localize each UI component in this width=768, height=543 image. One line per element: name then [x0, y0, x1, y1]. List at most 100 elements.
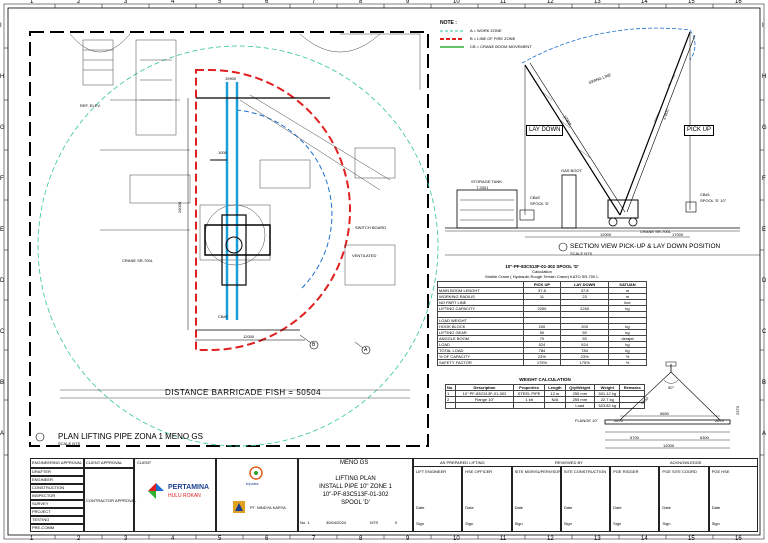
tb-drawing-title-1: LIFTING PLAN	[335, 476, 376, 482]
tb-contractor-name: PT. NINDYA KARYA	[250, 505, 286, 510]
tb-approval-label: CONSTRUCTION	[32, 485, 65, 490]
plan-label-switch-board: SWITCH BOARD	[355, 225, 387, 230]
tb-client-cell	[134, 458, 216, 532]
section-cb-right: CB#1	[700, 192, 711, 197]
plan-label-ref: REF. ELEV.	[80, 103, 101, 108]
grid-col-top-1: 1	[30, 0, 34, 5]
grid-row-right-I: I	[762, 23, 764, 29]
plan-label-cb: CB#1	[218, 314, 229, 319]
rigging-dim-6300: 6300	[700, 435, 709, 440]
grid-row-right-D: D	[762, 278, 767, 284]
tb-status-column	[511, 466, 561, 532]
section-pick-up-label: PICK UP	[684, 125, 715, 136]
notes-legend-swatches	[440, 30, 464, 48]
tb-status-date-label: Date	[465, 505, 474, 510]
tb-status-date-label: Date	[514, 505, 524, 510]
grid-col-bottom-5: 5	[218, 536, 222, 542]
tb-status-col-label: LIFT ENGINEER	[416, 469, 447, 474]
tb-status-date-label: Date	[416, 505, 425, 510]
calc-crane: Mobile Crane ( Hydraulic Rough Terrain C…	[485, 274, 599, 279]
tb-date: 30/04/2024	[326, 520, 347, 525]
grid-col-bottom-11: 11	[500, 536, 507, 542]
tb-sheet-no: No. 1	[300, 520, 310, 525]
tb-client-subname: HULU ROKAN	[168, 493, 201, 499]
tb-contractor-cell	[216, 458, 298, 532]
tb-status-col-label: HSE OFFICER	[465, 469, 493, 474]
plan-view-scale: SCALE NTS	[58, 441, 81, 446]
grid-row-right-A: A	[762, 431, 767, 437]
section-view-scale: SCALE NTS	[570, 251, 593, 256]
section-spool-right: SPOOL 'D' 10"	[700, 198, 727, 203]
grid-col-bottom-16: 16	[735, 536, 742, 542]
grid-col-top-3: 3	[124, 0, 128, 5]
tb-status-sign-label: Sign	[613, 521, 622, 526]
tb-status-col-label: PGE RIGGER	[613, 469, 639, 474]
tb-engineering-approval: ENGINEERING APPROVAL	[32, 460, 83, 465]
grid-col-top-9: 9	[406, 0, 410, 5]
weight-title: WEIGHT CALCULATION	[519, 377, 571, 382]
table-cell	[544, 402, 566, 409]
grid-col-top-7: 7	[312, 0, 316, 5]
rigging-dim-2670-right: 2670	[715, 418, 724, 423]
section-spool-left: SPOOL 'D'	[530, 201, 550, 206]
tb-status-col-label: PGE HSE	[711, 469, 730, 474]
rigging-dim-5700: 5700	[630, 435, 639, 440]
plan-zone-a-marker: A	[364, 347, 368, 353]
grid-col-top-5: 5	[218, 0, 222, 5]
tb-client-name: PERTAMINA	[168, 484, 210, 491]
pertamina-logo-icon	[148, 483, 164, 499]
grid-col-bottom-2: 2	[77, 536, 81, 542]
grid-col-bottom-7: 7	[312, 536, 316, 542]
section-storage-tank-no: T-3301	[476, 185, 489, 190]
tb-status-column	[413, 466, 463, 532]
tb-status-col-label: SITE MGR/SUPERVISOR	[514, 469, 562, 474]
section-dim-17000: 17000	[672, 232, 684, 237]
tripatra-logo-icon	[249, 466, 263, 480]
grid-col-top-13: 13	[594, 0, 601, 5]
tb-status-acknowledge: ACKNOWLEDGE	[670, 460, 702, 465]
tb-approval-row	[30, 508, 84, 516]
nindya-karya-logo-icon	[233, 501, 245, 513]
grid-col-top-4: 4	[171, 0, 175, 5]
plan-zone-b-marker: B	[312, 342, 316, 348]
plan-label-crane: CRANE SR-700L	[122, 258, 153, 263]
section-crane-label: CRANE SR-700L	[640, 229, 671, 234]
grid-col-top-8: 8	[359, 0, 363, 5]
notes-title: NOTE :	[440, 20, 457, 26]
tb-status-col-label: SITE CONSTRUCTION	[563, 469, 607, 474]
grid-col-top-15: 15	[688, 0, 695, 5]
tb-client-approval: CLIENT APPROVAL	[86, 460, 123, 465]
grid-col-bottom-1: 1	[30, 536, 34, 542]
grid-row-right-E: E	[762, 227, 767, 233]
section-storage-tank: STORAGE TANK	[471, 179, 502, 184]
grid-row-left-I: I	[0, 23, 2, 29]
grid-row-right-G: G	[762, 125, 767, 131]
tb-status-sign-label: Sign	[662, 521, 671, 526]
tb-project-short: MENO GS	[340, 460, 369, 466]
section-view-title: SECTION VIEW PICK-UP & LAY DOWN POSITION	[570, 243, 721, 250]
grid-col-bottom-14: 14	[641, 536, 648, 542]
tb-contractor-approval: CONTRACTOR APPROVAL	[86, 498, 137, 503]
section-dim-12000: 12000	[600, 232, 612, 237]
section-lay-down-label: LAY DOWN	[526, 125, 564, 136]
tb-drawing-title-2: INSTALL PIPE 10" ZONE 1	[319, 484, 392, 490]
grid-row-right-F: F	[762, 176, 766, 182]
grid-col-bottom-10: 10	[453, 536, 460, 542]
tb-approval-row	[30, 516, 84, 524]
grid-col-top-12: 12	[547, 0, 554, 5]
grid-col-bottom-3: 3	[124, 536, 128, 542]
grid-row-left-F: F	[0, 176, 4, 182]
tb-status-col-label: PGE SITE COORD	[662, 469, 697, 474]
notes-item-work-zone: A = WORK ZONE	[470, 28, 502, 33]
tb-client-sign-area	[84, 468, 134, 532]
grid-col-top-10: 10	[453, 0, 460, 5]
tb-status-sign-label: Sign	[563, 521, 572, 526]
tb-status-column	[610, 466, 660, 532]
tb-drawing-title-4: SPOOL 'D'	[341, 500, 370, 506]
grid-row-right-B: B	[762, 380, 767, 386]
tb-approval-row	[30, 492, 84, 500]
